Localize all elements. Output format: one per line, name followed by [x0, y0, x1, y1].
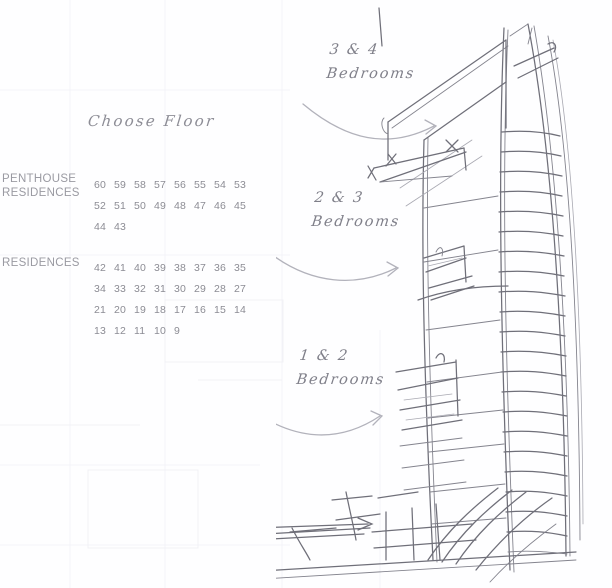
group-label-line1: PENTHOUSE [2, 173, 77, 185]
annot-line1: 2 & 3 [313, 190, 366, 206]
group-label-residences: RESIDENCES [2, 256, 80, 270]
lower-balcony-detail [395, 353, 467, 491]
floor-button-34[interactable]: 34 [94, 282, 107, 295]
floor-button-17[interactable]: 17 [174, 303, 187, 316]
floor-button-12[interactable]: 12 [114, 324, 127, 337]
floor-button-49[interactable]: 49 [154, 199, 167, 212]
floor-button-57[interactable]: 57 [154, 178, 167, 191]
floor-button-43[interactable]: 43 [114, 220, 127, 233]
group-label-line2: RESIDENCES [2, 187, 80, 199]
group-label-penthouse: PENTHOUSE RESIDENCES [2, 172, 80, 200]
floor-button-16[interactable]: 16 [194, 303, 207, 316]
floor-button-53[interactable]: 53 [234, 178, 247, 191]
tower-elevation-sketch: .pl { fill:none; stroke:#6f6f79; stroke-… [245, 7, 584, 583]
floor-slab-lines-right [498, 130, 568, 555]
floor-number-row: 42 41 40 39 38 37 36 35 [94, 257, 254, 278]
floor-button-50[interactable]: 50 [134, 199, 147, 212]
floor-button-13[interactable]: 13 [94, 324, 107, 337]
floor-button-33[interactable]: 33 [114, 282, 127, 295]
floor-button-38[interactable]: 38 [174, 261, 187, 274]
floor-button-48[interactable]: 48 [174, 199, 187, 212]
floor-button-41[interactable]: 41 [114, 261, 127, 274]
floor-button-39[interactable]: 39 [154, 261, 167, 274]
floor-button-32[interactable]: 32 [134, 282, 147, 295]
floor-number-grid-residences: 42 41 40 39 38 37 36 35 34 33 32 31 30 2… [94, 257, 254, 341]
floor-button-51[interactable]: 51 [114, 199, 127, 212]
floor-button-44[interactable]: 44 [94, 220, 107, 233]
floor-button-55[interactable]: 55 [194, 178, 207, 191]
floor-button-45[interactable]: 45 [234, 199, 247, 212]
floor-button-59[interactable]: 59 [114, 178, 127, 191]
arrow-3-4-bedrooms [302, 103, 438, 140]
floor-button-10[interactable]: 10 [154, 324, 167, 337]
floor-button-47[interactable]: 47 [194, 199, 207, 212]
annot-line1: 1 & 2 [298, 348, 351, 364]
page-title: Choose Floor [87, 112, 217, 130]
floor-button-20[interactable]: 20 [114, 303, 127, 316]
floor-button-19[interactable]: 19 [134, 303, 147, 316]
floor-button-58[interactable]: 58 [134, 178, 147, 191]
floor-number-row: 60 59 58 57 56 55 54 53 [94, 174, 254, 195]
floor-button-36[interactable]: 36 [214, 261, 227, 274]
floor-number-row: 34 33 32 31 30 29 28 27 [94, 278, 254, 299]
floor-button-11[interactable]: 11 [134, 324, 146, 337]
floor-button-35[interactable]: 35 [234, 261, 247, 274]
upper-right-detail [513, 27, 559, 79]
floor-button-27[interactable]: 27 [234, 282, 247, 295]
floor-button-60[interactable]: 60 [94, 178, 107, 191]
floor-button-56[interactable]: 56 [174, 178, 187, 191]
floor-number-row: 13 12 11 10 9 [94, 320, 254, 341]
floor-button-37[interactable]: 37 [194, 261, 207, 274]
arrow-2-3-bedrooms [270, 253, 400, 282]
arrow-1-2-bedrooms [251, 409, 384, 436]
floor-button-40[interactable]: 40 [134, 261, 147, 274]
group-label-line1: RESIDENCES [2, 257, 80, 269]
annot-1-2-bedrooms: 1 & 2 Bedrooms [295, 344, 389, 392]
annot-3-4-bedrooms: 3 & 4 Bedrooms [325, 38, 419, 86]
annot-line2: Bedrooms [310, 214, 402, 230]
floor-button-42[interactable]: 42 [94, 261, 107, 274]
annot-2-3-bedrooms: 2 & 3 Bedrooms [310, 186, 404, 234]
annot-line2: Bedrooms [325, 66, 417, 82]
crown-balcony-detail [367, 139, 467, 183]
floor-number-row: 52 51 50 49 48 47 46 45 [94, 195, 254, 216]
floor-number-row: 21 20 19 18 17 16 15 14 [94, 299, 254, 320]
tower-sketch-area: 3 & 4 Bedrooms 2 & 3 Bedrooms 1 & 2 Bedr… [245, 0, 612, 588]
floor-button-18[interactable]: 18 [154, 303, 167, 316]
annot-line1: 3 & 4 [328, 42, 381, 58]
floor-button-54[interactable]: 54 [214, 178, 227, 191]
floor-number-row: 44 43 [94, 216, 254, 237]
floor-button-21[interactable]: 21 [94, 303, 107, 316]
floor-button-52[interactable]: 52 [94, 199, 107, 212]
floor-button-28[interactable]: 28 [214, 282, 227, 295]
tower-crown [378, 7, 529, 207]
floor-number-grid-penthouse: 60 59 58 57 56 55 54 53 52 51 50 49 48 4… [94, 174, 254, 237]
ground-base-sketch [245, 487, 577, 583]
floor-button-14[interactable]: 14 [234, 303, 247, 316]
floor-button-30[interactable]: 30 [174, 282, 187, 295]
floor-button-9[interactable]: 9 [174, 324, 181, 337]
floor-list-panel: Choose Floor PENTHOUSE RESIDENCES 60 59 … [0, 0, 290, 588]
floor-slab-lines-left [417, 195, 509, 525]
floor-button-29[interactable]: 29 [194, 282, 207, 295]
annot-line2: Bedrooms [295, 372, 387, 388]
floor-button-31[interactable]: 31 [154, 282, 167, 295]
floor-button-46[interactable]: 46 [214, 199, 227, 212]
floor-button-15[interactable]: 15 [214, 303, 227, 316]
mid-balcony-detail [423, 245, 475, 301]
